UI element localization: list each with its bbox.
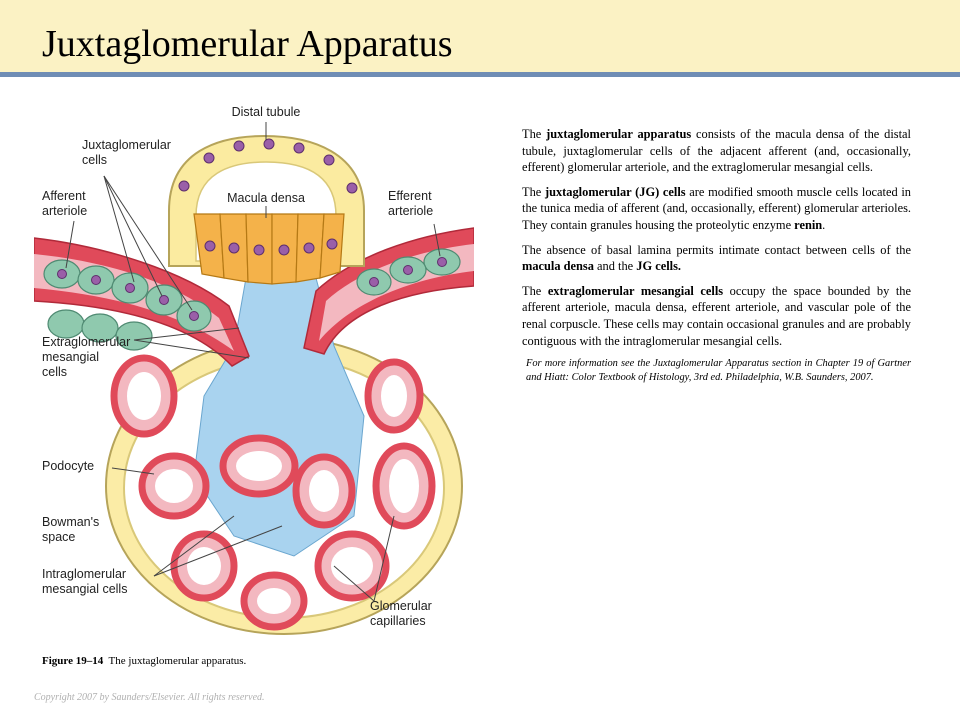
label-bowmans-space-2: space (42, 530, 75, 544)
glomerular-capillary-loops (110, 354, 436, 631)
label-intraglomerular: Intraglomerular (42, 567, 126, 581)
figure-caption: Figure 19–14 The juxtaglomerular apparat… (42, 655, 246, 667)
description-column: The juxtaglomerular apparatus consists o… (522, 126, 911, 394)
label-efferent-2: arteriole (388, 204, 433, 218)
label-glomerular-capillaries-2: capillaries (370, 614, 426, 628)
title-underline (0, 72, 960, 77)
slide-title: Juxtaglomerular Apparatus (42, 23, 453, 65)
figure-number: Figure 19–14 (42, 655, 104, 667)
copyright-notice: Copyright 2007 by Saunders/Elsevier. All… (34, 692, 265, 703)
paragraph-basal-lamina: The absence of basal lamina permits inti… (522, 242, 911, 274)
label-extraglomerular-3: cells (42, 365, 67, 379)
label-extraglomerular-2: mesangial (42, 350, 99, 364)
cell-nuclei (57, 138, 447, 321)
paragraph-mesangial-cells: The extraglomerular mesangial cells occu… (522, 283, 911, 348)
label-jg-cells: Juxtaglomerular (82, 138, 171, 152)
label-glomerular-capillaries: Glomerular (370, 599, 432, 613)
label-extraglomerular: Extraglomerular (42, 335, 130, 349)
reference-note: For more information see the Juxtaglomer… (526, 358, 911, 384)
label-afferent: Afferent (42, 189, 86, 203)
label-bowmans-space: Bowman's (42, 515, 99, 529)
label-jg-cells-2: cells (82, 153, 107, 167)
macula-densa-cells (193, 213, 345, 285)
label-podocyte: Podocyte (42, 459, 94, 473)
label-afferent-2: arteriole (42, 204, 87, 218)
label-macula-densa: Macula densa (227, 191, 305, 205)
label-distal-tubule: Distal tubule (232, 105, 301, 119)
paragraph-jg-apparatus: The juxtaglomerular apparatus consists o… (522, 127, 911, 175)
figure-caption-text: The juxtaglomerular apparatus. (108, 655, 247, 667)
label-efferent: Efferent (388, 189, 432, 203)
paragraph-jg-cells: The juxtaglomerular (JG) cells are modif… (522, 184, 911, 232)
juxtaglomerular-diagram: Distal tubule Juxtaglomerular cells Affe… (34, 105, 474, 635)
label-intraglomerular-2: mesangial cells (42, 582, 127, 596)
leader-lines (65, 122, 441, 602)
title-band (0, 0, 960, 72)
